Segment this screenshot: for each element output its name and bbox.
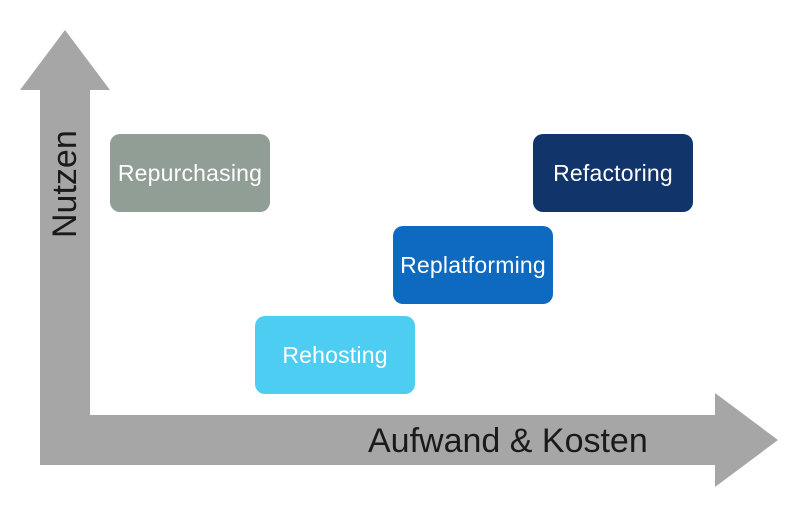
box-label: Rehosting bbox=[282, 341, 388, 368]
box-refactoring: Refactoring bbox=[533, 134, 693, 212]
x-axis-arrow bbox=[40, 393, 778, 487]
box-label: Replatforming bbox=[400, 251, 546, 278]
box-label: Refactoring bbox=[553, 159, 673, 186]
x-axis-label: Aufwand & Kosten bbox=[368, 422, 648, 460]
box-label: Repurchasing bbox=[117, 159, 263, 186]
y-axis-arrow bbox=[20, 30, 110, 415]
box-repurchasing: Repurchasing bbox=[110, 134, 270, 212]
box-rehosting: Rehosting bbox=[255, 316, 415, 394]
y-axis-label: Nutzen bbox=[46, 130, 84, 238]
box-replatforming: Replatforming bbox=[393, 226, 553, 304]
